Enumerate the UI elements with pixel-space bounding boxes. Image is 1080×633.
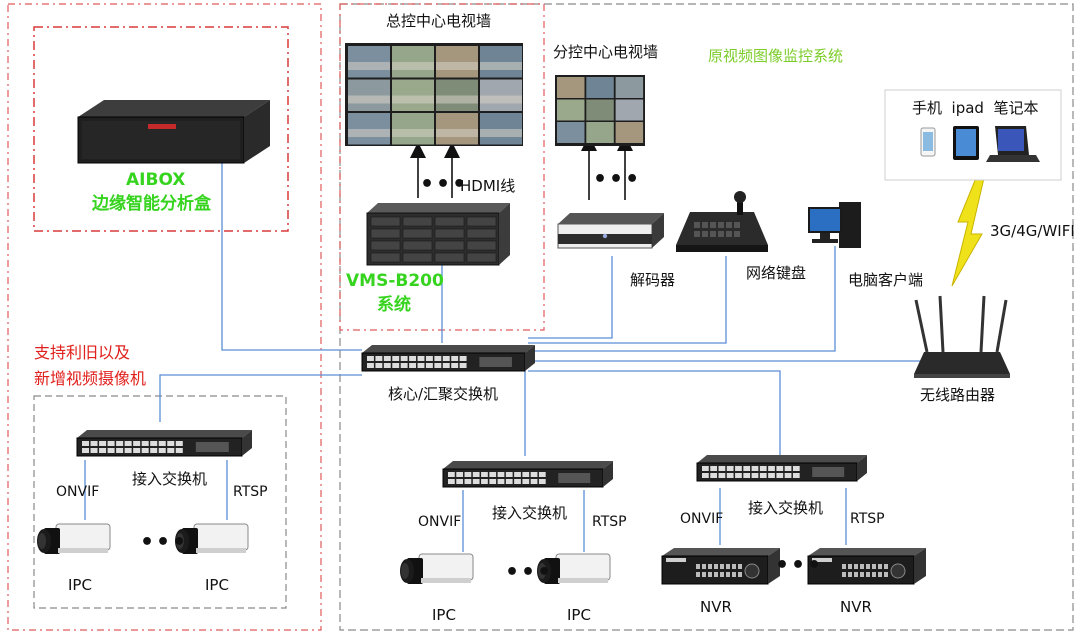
hdmi-ellipsis: ••• bbox=[420, 172, 469, 197]
wireless-lightning-icon bbox=[951, 177, 985, 287]
camera-ellipsis-mid: ••• bbox=[505, 560, 554, 585]
access-switch-label-left: 接入交换机 bbox=[132, 470, 208, 488]
network-links bbox=[84, 163, 930, 552]
camera-devices bbox=[37, 523, 611, 584]
vms-subtitle: 系统 bbox=[377, 295, 411, 315]
ipc-camera-4 bbox=[537, 553, 611, 584]
ipc-label-2: IPC bbox=[205, 576, 229, 594]
aibox-description: 边缘智能分析盒 bbox=[92, 194, 211, 214]
pc-client-device bbox=[808, 202, 861, 248]
ipc-camera-2 bbox=[175, 523, 249, 554]
mobile-devices-label: 手机 ipad 笔记本 bbox=[912, 99, 1039, 117]
pc-client-label: 电脑客户端 bbox=[848, 271, 924, 289]
link-pc bbox=[528, 246, 836, 352]
main-video-wall-label: 总控中心电视墙 bbox=[386, 12, 492, 30]
link-keyboard bbox=[528, 256, 727, 344]
link-access-left bbox=[159, 374, 362, 422]
vms-server bbox=[366, 203, 510, 266]
access-switch-label-right: 接入交换机 bbox=[748, 499, 824, 517]
support-note-line2: 新增视频摄像机 bbox=[34, 369, 147, 388]
nvr-device-2 bbox=[807, 548, 926, 585]
access-switch-mid bbox=[442, 461, 613, 488]
ipc-label-4: IPC bbox=[567, 606, 591, 624]
ipc-label-3: IPC bbox=[432, 606, 456, 624]
sub-video-wall-label: 分控中心电视墙 bbox=[553, 43, 659, 61]
ipc-label-1: IPC bbox=[68, 576, 92, 594]
decoder-device bbox=[557, 213, 664, 249]
nvr-devices bbox=[661, 548, 926, 585]
decoder-label: 解码器 bbox=[630, 271, 676, 289]
nvr-label-2: NVR bbox=[840, 598, 872, 616]
aibox-device bbox=[77, 100, 270, 164]
wireless-router-device bbox=[914, 295, 1010, 378]
access-switch-label-mid: 接入交换机 bbox=[492, 504, 568, 522]
aibox-zone bbox=[33, 26, 289, 232]
left-outer-zone bbox=[7, 3, 322, 631]
legacy-system-title: 原视频图像监控系统 bbox=[708, 47, 844, 65]
rtsp-label-left: RTSP bbox=[233, 484, 268, 500]
router-label: 无线路由器 bbox=[920, 386, 996, 404]
camera-ellipsis-left: ••• bbox=[140, 530, 189, 555]
ipc-camera-1 bbox=[37, 523, 111, 554]
access-switch-left bbox=[76, 430, 252, 457]
output-arrows bbox=[410, 135, 633, 200]
link-decoder bbox=[528, 256, 613, 339]
onvif-label-mid: ONVIF bbox=[418, 514, 462, 530]
rtsp-label-mid: RTSP bbox=[592, 514, 627, 530]
core-switch bbox=[361, 345, 535, 372]
nvr-device-1 bbox=[661, 548, 780, 585]
support-note-line1: 支持利旧以及 bbox=[34, 343, 131, 362]
hdmi-label: HDMI线 bbox=[460, 177, 516, 195]
onvif-label-right: ONVIF bbox=[680, 511, 724, 527]
switch-devices bbox=[76, 345, 867, 488]
ipc-camera-3 bbox=[400, 553, 474, 584]
rtsp-label-right: RTSP bbox=[850, 511, 885, 527]
wireless-label: 3G/4G/WIFI bbox=[990, 222, 1075, 240]
main-video-wall bbox=[345, 43, 523, 146]
nvr-ellipsis: ••• bbox=[775, 553, 824, 578]
nvr-label-1: NVR bbox=[700, 598, 732, 616]
decoder-ellipsis: ••• bbox=[593, 167, 642, 192]
legacy-system-zone bbox=[339, 3, 1074, 631]
mobile-devices bbox=[884, 89, 1062, 181]
network-keyboard-label: 网络键盘 bbox=[746, 264, 807, 282]
core-switch-label: 核心/汇聚交换机 bbox=[388, 385, 499, 403]
access-switch-right bbox=[696, 455, 867, 482]
link-access-right bbox=[528, 370, 781, 456]
aibox-name: AIBOX bbox=[126, 170, 186, 190]
network-keyboard-device bbox=[676, 191, 768, 252]
sub-video-wall bbox=[555, 75, 645, 146]
vms-name: VMS-B200 bbox=[346, 271, 444, 291]
onvif-label-left: ONVIF bbox=[56, 484, 100, 500]
link-aibox bbox=[221, 163, 362, 351]
